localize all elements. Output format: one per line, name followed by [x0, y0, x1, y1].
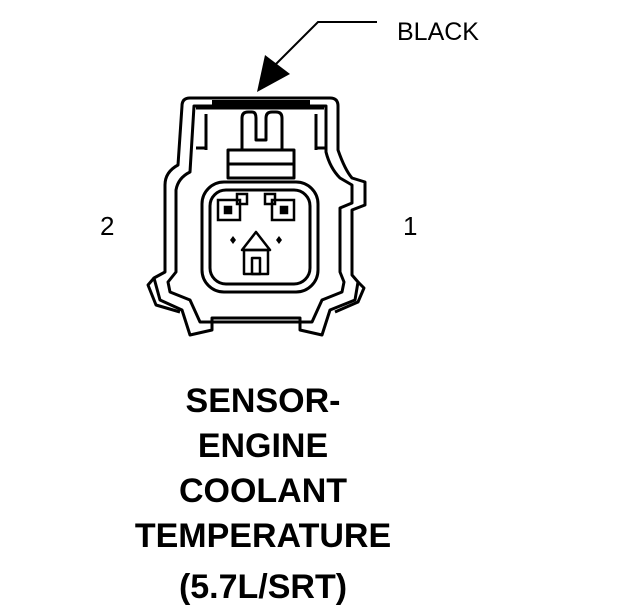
terminal-cavity-1 — [263, 192, 296, 222]
polarizing-key — [240, 230, 272, 276]
wire-color-label: BLACK — [397, 18, 479, 46]
locking-tab — [226, 110, 296, 180]
terminal-cavity-2 — [216, 192, 249, 222]
alignment-dots — [230, 236, 282, 244]
leader-arrow — [257, 21, 377, 92]
top-ridge — [212, 100, 310, 108]
pin-2-label: 2 — [100, 211, 115, 241]
title-line: (5.7L/SRT) — [178, 568, 348, 606]
title-line: TEMPERATURE — [134, 517, 392, 555]
title-line: COOLANT — [178, 472, 348, 510]
mating-face — [200, 180, 320, 294]
pin-1-label: 1 — [403, 211, 418, 241]
title-line: ENGINE — [197, 427, 329, 465]
title-line: SENSOR- — [185, 382, 341, 420]
